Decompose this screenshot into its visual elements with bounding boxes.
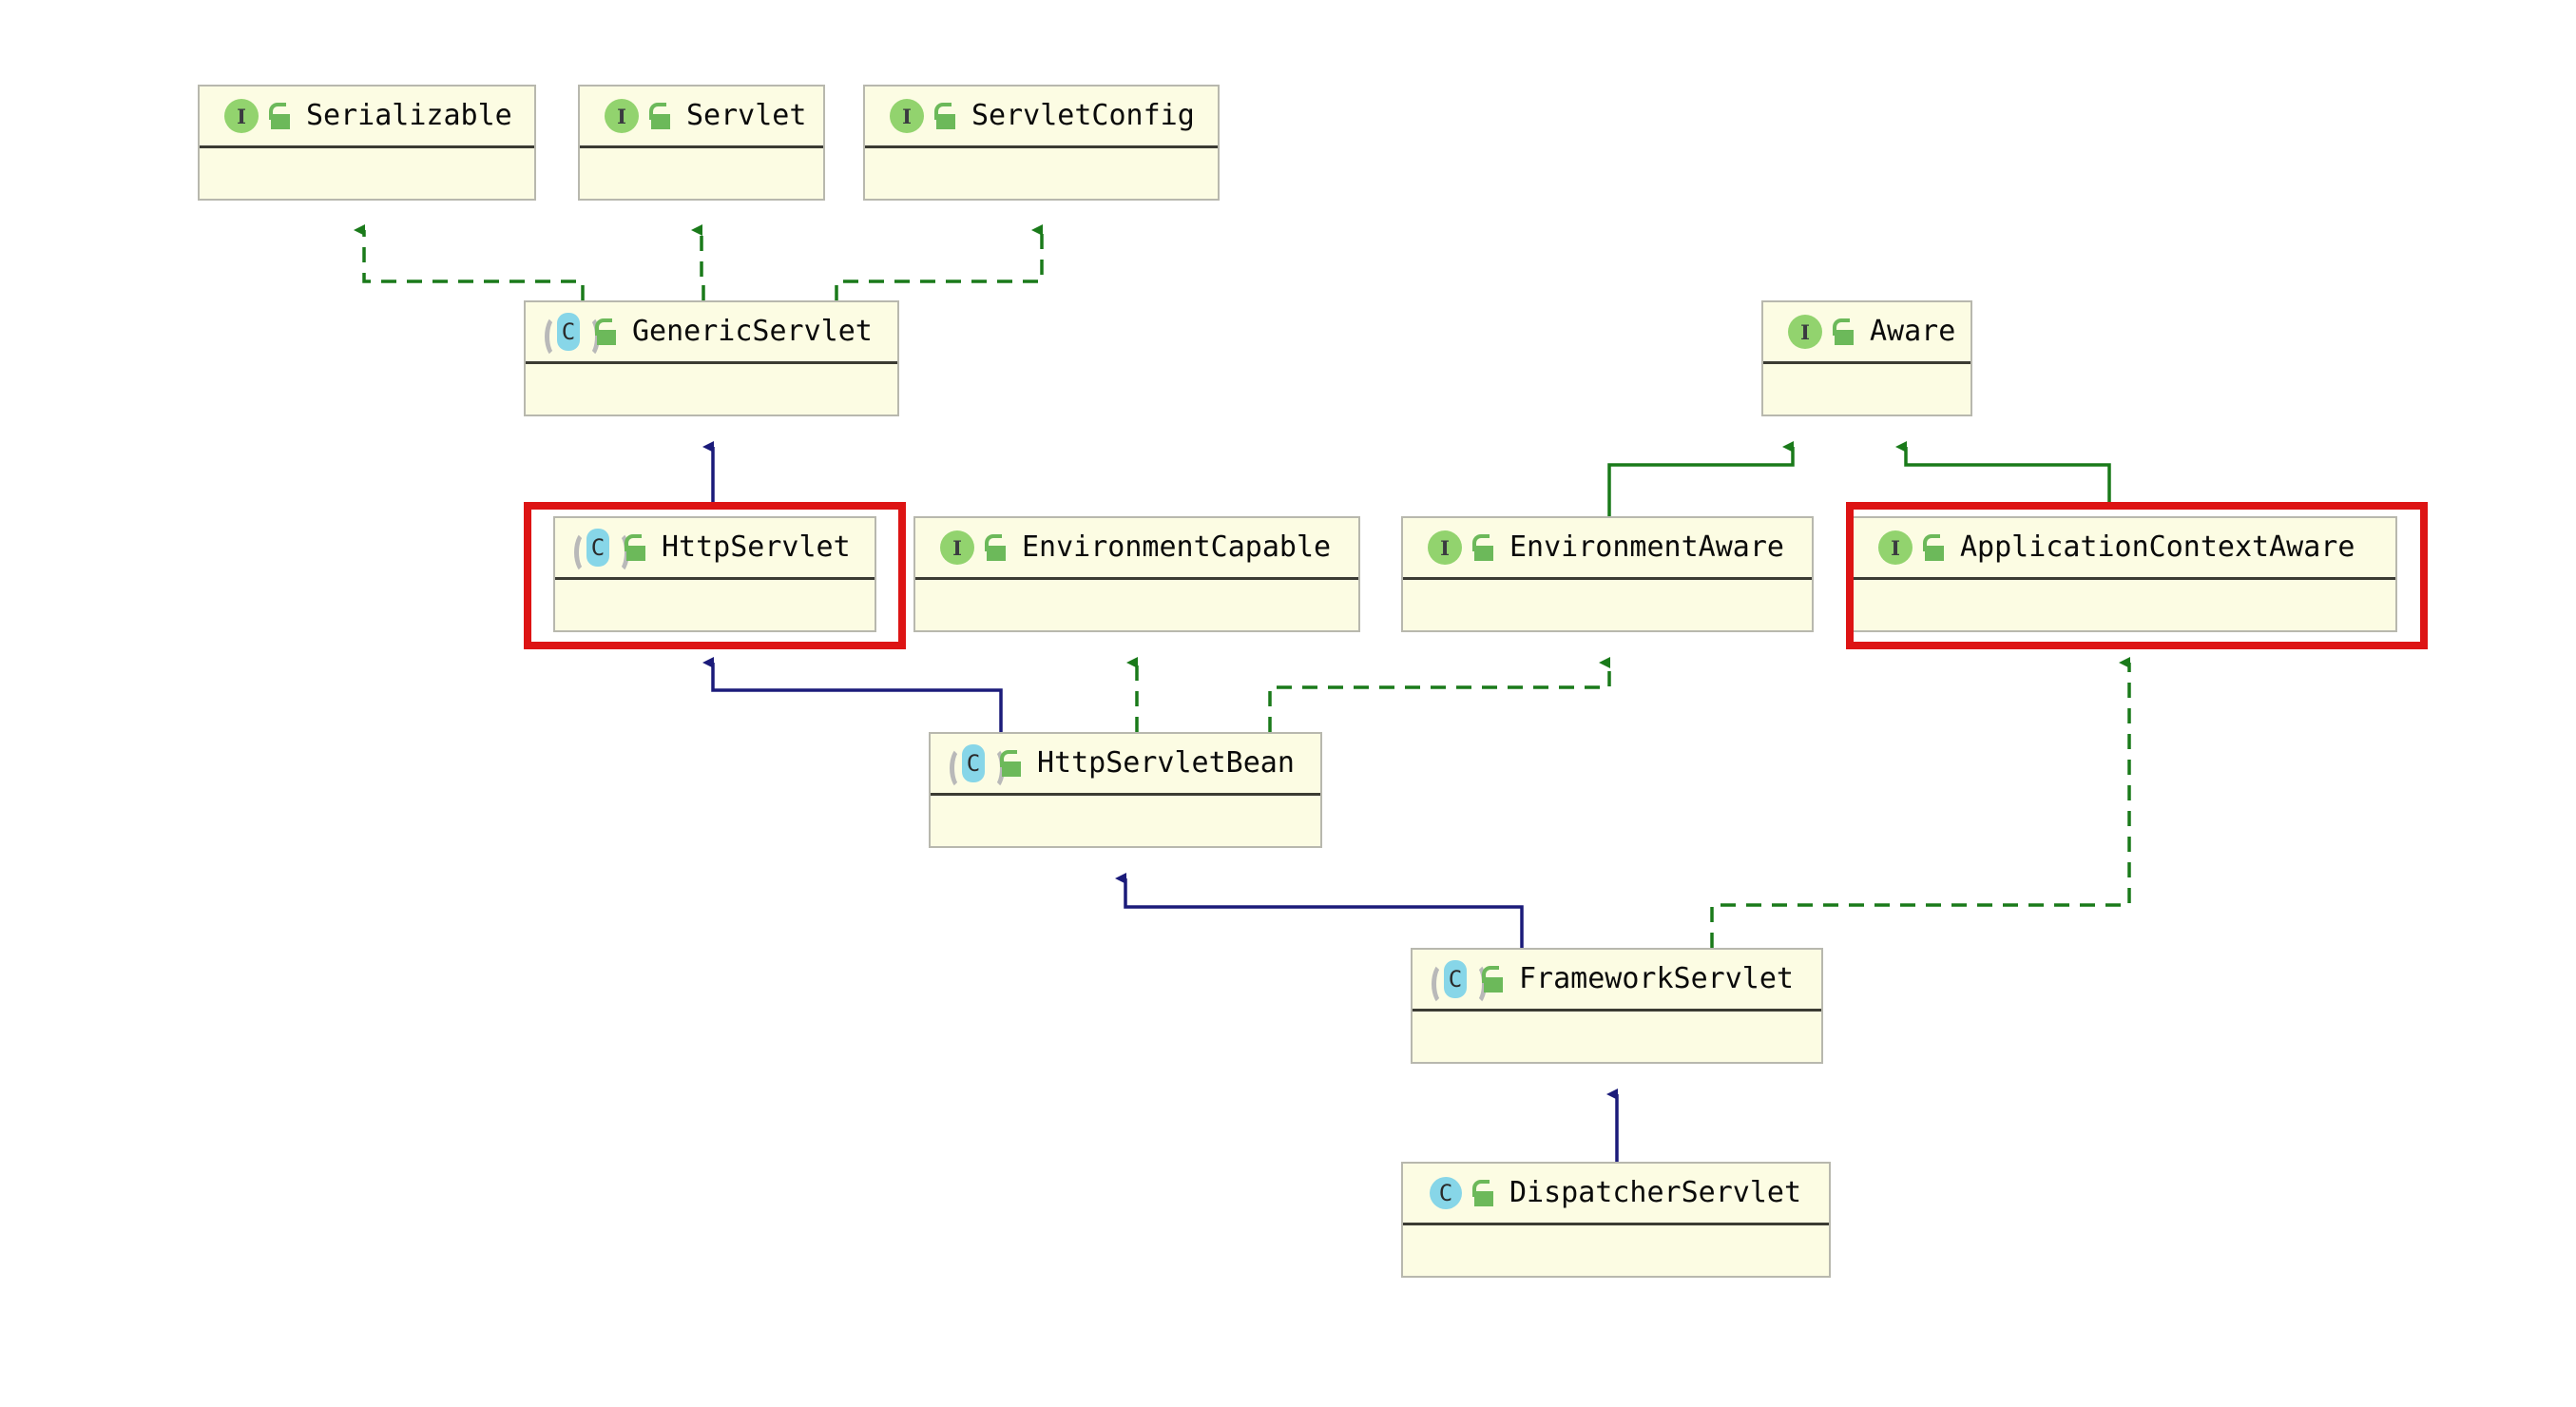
class-letter: C [1438,1180,1453,1206]
interface-icon: I [932,527,974,569]
node-members-compartment [1403,1225,1829,1276]
node-members-compartment [865,148,1218,199]
node-title: ServletConfig [971,99,1195,132]
abstract-class-icon: C [1430,958,1487,1006]
node-title: GenericServlet [632,315,873,348]
unlocked-padlock-icon [264,97,297,135]
class-node-environmentcapable[interactable]: I EnvironmentCapable [913,516,1360,632]
abstract-class-icon: C [948,742,1005,790]
unlocked-padlock-icon [590,313,623,351]
highlight-box-httpservlet [524,502,906,649]
node-title: EnvironmentAware [1509,530,1784,564]
interface-icon: I [1420,527,1462,569]
node-title: HttpServlet [662,530,851,564]
unlocked-padlock-icon [980,529,1012,567]
interface-icon: I [1871,527,1913,569]
node-members-compartment [1403,580,1812,630]
unlocked-padlock-icon [995,744,1028,782]
node-members-compartment [526,364,897,414]
node-header: I Serializable [200,87,534,148]
node-title: DispatcherServlet [1509,1176,1802,1209]
unlocked-padlock-icon [1468,529,1500,567]
class-node-genericservlet[interactable]: C GenericServlet [524,300,899,416]
unlocked-padlock-icon [1468,1174,1500,1212]
class-letter: C [966,750,981,777]
node-members-compartment [1413,1012,1821,1062]
node-title: ApplicationContextAware [1960,530,2355,564]
interface-icon: I [1780,311,1822,353]
unlocked-padlock-icon [620,529,652,567]
node-header: I EnvironmentCapable [915,518,1358,580]
node-members-compartment [200,148,534,199]
node-title: FrameworkServlet [1519,962,1794,995]
class-node-servletconfig[interactable]: I ServletConfig [863,85,1220,201]
unlocked-padlock-icon [644,97,677,135]
class-icon: C [1420,1172,1462,1214]
node-header: I Servlet [580,87,823,148]
class-node-applicationcontextaware[interactable]: I ApplicationContextAware [1852,516,2397,632]
class-node-httpservlet[interactable]: C HttpServlet [553,516,876,632]
class-node-dispatcherservlet[interactable]: C DispatcherServlet [1401,1162,1831,1278]
node-members-compartment [1763,364,1970,414]
node-header: I ServletConfig [865,87,1218,148]
class-node-frameworkservlet[interactable]: C FrameworkServlet [1411,948,1823,1064]
node-header: C DispatcherServlet [1403,1164,1829,1225]
node-members-compartment [915,580,1358,630]
unlocked-padlock-icon [930,97,962,135]
node-header: I Aware [1763,302,1970,364]
unlocked-padlock-icon [1828,313,1860,351]
node-members-compartment [580,148,823,199]
node-title: HttpServletBean [1037,746,1295,780]
class-node-servlet[interactable]: I Servlet [578,85,825,201]
node-header: C HttpServlet [555,518,875,580]
interface-letter: I [617,104,626,128]
interface-letter: I [952,535,962,560]
node-header: C HttpServletBean [931,734,1320,796]
interface-icon: I [597,95,639,137]
node-title: Serializable [306,99,512,132]
interface-icon: I [217,95,259,137]
abstract-class-icon: C [543,311,600,358]
class-node-httpservletbean[interactable]: C HttpServletBean [929,732,1322,848]
node-title: Servlet [686,99,807,132]
class-node-serializable[interactable]: I Serializable [198,85,536,201]
interface-letter: I [1440,535,1450,560]
unlocked-padlock-icon [1918,529,1951,567]
interface-letter: I [1800,319,1810,344]
node-title: Aware [1870,315,1956,348]
interface-letter: I [902,104,912,128]
interface-icon: I [882,95,924,137]
highlight-box-applicationcontextaware [1846,502,2428,649]
interface-letter: I [1891,535,1900,560]
class-letter: C [590,534,606,561]
node-header: C GenericServlet [526,302,897,364]
node-title: EnvironmentCapable [1022,530,1332,564]
node-header: I EnvironmentAware [1403,518,1812,580]
class-node-aware[interactable]: I Aware [1761,300,1972,416]
interface-letter: I [237,104,246,128]
node-header: I ApplicationContextAware [1854,518,2395,580]
class-node-environmentaware[interactable]: I EnvironmentAware [1401,516,1814,632]
unlocked-padlock-icon [1477,960,1509,998]
class-letter: C [561,318,576,345]
class-letter: C [1448,966,1463,993]
node-header: C FrameworkServlet [1413,950,1821,1012]
node-members-compartment [931,796,1320,846]
